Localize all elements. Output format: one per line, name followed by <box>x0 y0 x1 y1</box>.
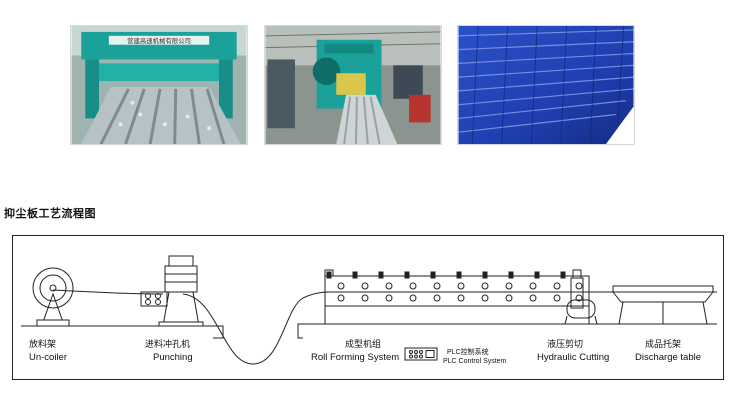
cutting-label-cn: 液压剪切 <box>547 340 584 350</box>
deck-forming-machine-image: 营建高速机械有限公司 <box>71 26 247 144</box>
punch-head <box>168 255 194 267</box>
photo-deck-forming-machine: 营建高速机械有限公司 <box>70 25 248 145</box>
cutting-label-en: Hydraulic Cutting <box>537 352 610 363</box>
discharge-label-cn: 成品托架 <box>645 340 682 350</box>
uncoiler-label-cn: 放料架 <box>29 340 57 350</box>
punching-label-en: Punching <box>153 352 193 363</box>
roll-forming-label-cn: 成型机组 <box>345 340 382 350</box>
discharge-label-en: Discharge table <box>635 352 702 363</box>
flow-line-drawing <box>21 255 717 365</box>
plc-label-en: PLC Control System <box>443 358 507 365</box>
uncoiler-coil <box>32 267 74 309</box>
photo-blue-roofing-panels <box>457 25 635 145</box>
blue-roofing-panels-image <box>458 26 634 144</box>
hydraulic-cylinder <box>572 269 582 279</box>
photo-punching-machine <box>264 25 442 145</box>
process-flow-diagram: 放料架 Un-coiler 进料冲孔机 Punching 成型机组 Roll F… <box>12 235 724 380</box>
machine-sign-text: 营建高速机械有限公司 <box>127 36 191 45</box>
diagram-title: 抑尘板工艺流程图 <box>4 207 96 220</box>
uncoiler-label-en: Un-coiler <box>29 352 68 363</box>
discharge-table-top <box>612 285 714 293</box>
plc-label-cn: PLC控制系统 <box>447 349 489 356</box>
punching-label-cn: 进料冲孔机 <box>145 340 191 350</box>
plc-control-box <box>404 347 438 361</box>
punching-machine-image <box>265 26 441 144</box>
roll-forming-label-en: Roll Forming System <box>311 352 400 363</box>
